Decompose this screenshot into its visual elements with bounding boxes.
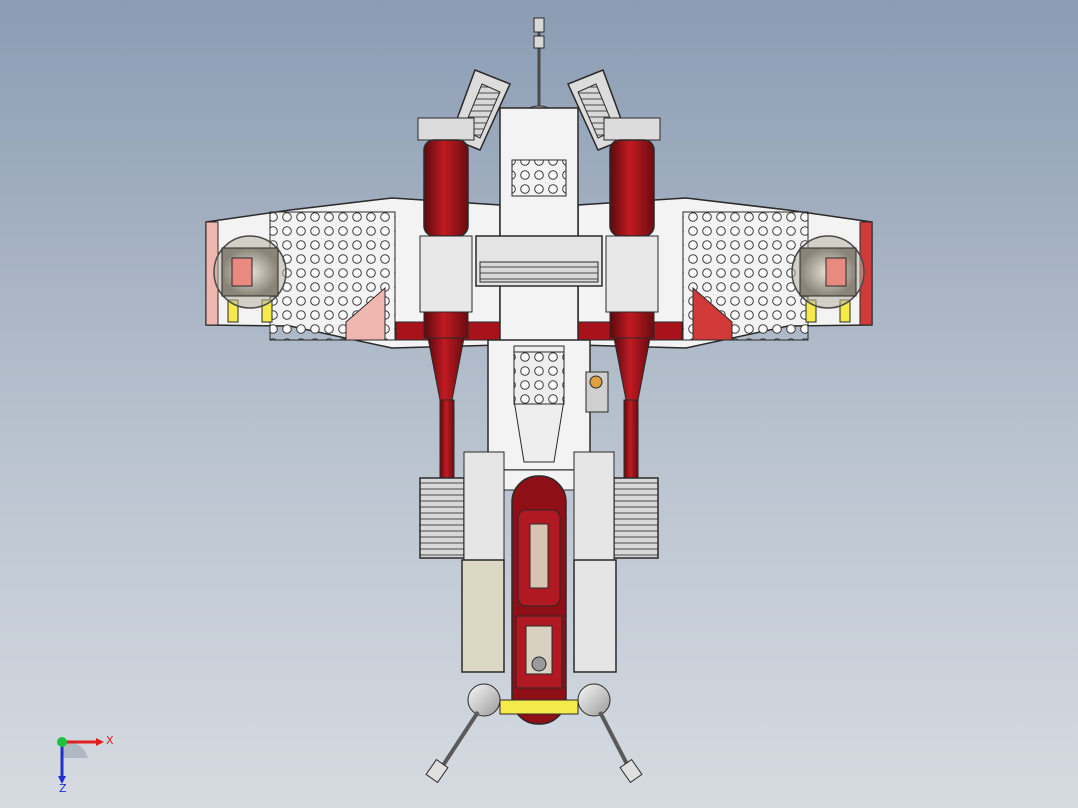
axis-triad: X Z (57, 734, 114, 794)
left-wing-pod[interactable] (213, 235, 287, 309)
rear-hull[interactable] (499, 469, 579, 725)
z-axis-label: Z (59, 782, 67, 794)
left-rear-strut[interactable] (425, 683, 501, 784)
y-axis-dot (57, 737, 67, 747)
triad-plane-shading (62, 741, 88, 758)
right-rear-strut[interactable] (577, 683, 643, 784)
left-engine[interactable] (417, 117, 475, 479)
z-axis-arrow (58, 776, 66, 784)
right-engine[interactable] (603, 117, 661, 479)
fuselage[interactable] (475, 107, 609, 471)
x-axis-label: X (106, 734, 114, 747)
right-wing-pod[interactable] (791, 235, 865, 309)
right-side-pod[interactable] (573, 451, 659, 673)
x-axis-arrow (96, 738, 104, 746)
left-side-pod[interactable] (419, 451, 505, 673)
